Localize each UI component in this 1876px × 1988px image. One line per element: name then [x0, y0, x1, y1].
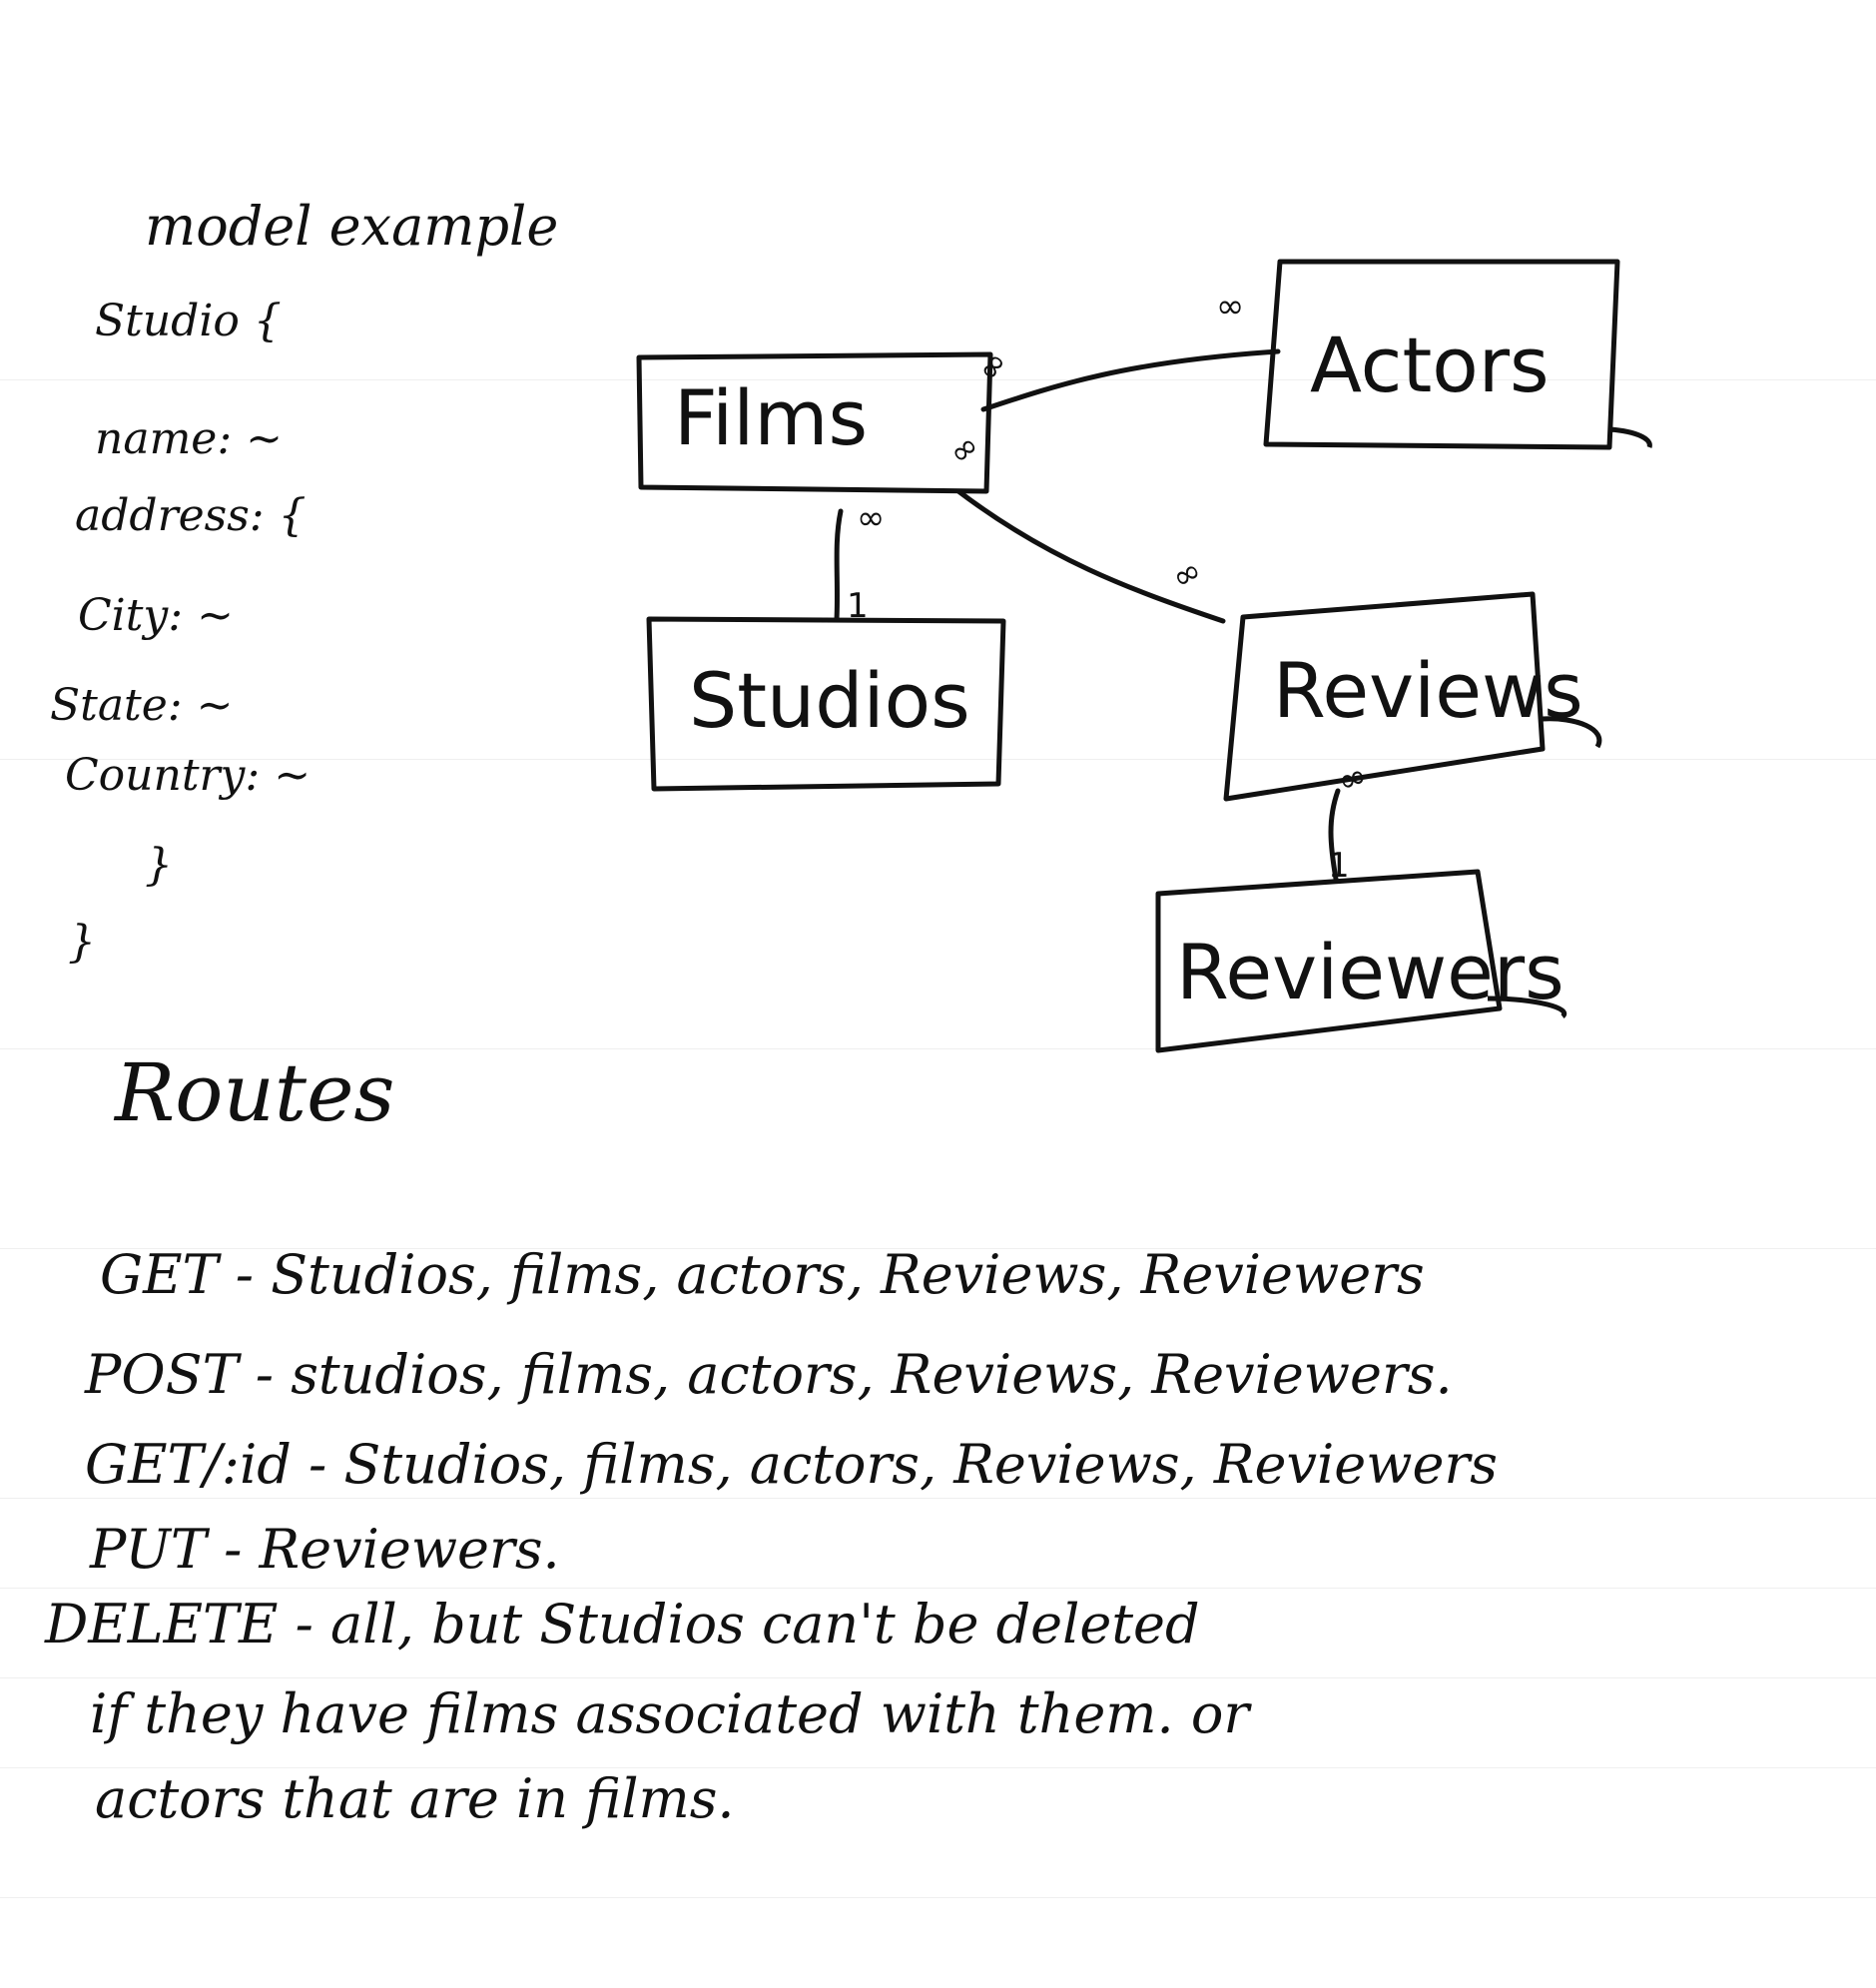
- route-delete-note: actors that are in films.: [95, 1767, 735, 1830]
- ruled-line: [0, 1498, 1876, 1499]
- ruled-line: [0, 1897, 1876, 1898]
- route-put: PUT - Reviewers.: [90, 1518, 560, 1581]
- many-marker: ∞: [1216, 287, 1244, 327]
- actors-box: [1263, 259, 1652, 450]
- route-get: GET - Studios, films, actors, Reviews, R…: [100, 1243, 1425, 1306]
- ruled-line: [0, 1248, 1876, 1249]
- films-studios-link: [834, 508, 844, 622]
- reviews-label: Reviews: [1273, 646, 1583, 735]
- reviews-reviewers-link: [1328, 788, 1341, 882]
- many-marker: ∞: [968, 343, 1017, 389]
- many-marker: ∞: [940, 425, 987, 474]
- actors-label: Actors: [1310, 321, 1550, 409]
- films-label: Films: [674, 373, 868, 462]
- model-line: address: {: [75, 490, 307, 541]
- model-line: Country: ~: [65, 750, 312, 801]
- studios-label: Studios: [689, 656, 970, 745]
- ruled-line: [0, 1677, 1876, 1678]
- reviews-box: [1223, 591, 1602, 802]
- films-reviews-link: [955, 488, 1226, 624]
- route-delete-note: if they have films associated with them.…: [90, 1682, 1250, 1745]
- model-line: State: ~: [50, 680, 234, 731]
- route-delete: DELETE - all, but Studios can't be delet…: [45, 1593, 1200, 1656]
- model-line: name: ~: [95, 413, 284, 464]
- model-line: City: ~: [78, 590, 234, 641]
- ruled-line: [0, 379, 1876, 380]
- many-marker: ∞: [1165, 550, 1210, 599]
- reviewers-box: [1155, 869, 1567, 1053]
- model-line: Studio {: [95, 296, 282, 346]
- ruled-line: [0, 1048, 1876, 1049]
- model-line: }: [145, 840, 173, 891]
- routes-title: Routes: [115, 1046, 395, 1139]
- route-get-by-id: GET/:id - Studios, films, actors, Review…: [85, 1433, 1498, 1496]
- studios-box: [646, 616, 1006, 792]
- one-marker: 1: [1328, 846, 1350, 886]
- one-marker: 1: [847, 586, 869, 626]
- many-marker: ∞: [857, 498, 885, 538]
- model-example-title: model example: [145, 195, 559, 258]
- model-line: }: [68, 917, 96, 968]
- route-post: POST - studios, films, actors, Reviews, …: [85, 1343, 1453, 1406]
- ruled-line: [0, 1767, 1876, 1768]
- reviewers-label: Reviewers: [1176, 928, 1564, 1016]
- ruled-line: [0, 759, 1876, 760]
- ruled-line: [0, 1588, 1876, 1589]
- films-box: [636, 351, 993, 494]
- films-actors-link: [980, 348, 1281, 412]
